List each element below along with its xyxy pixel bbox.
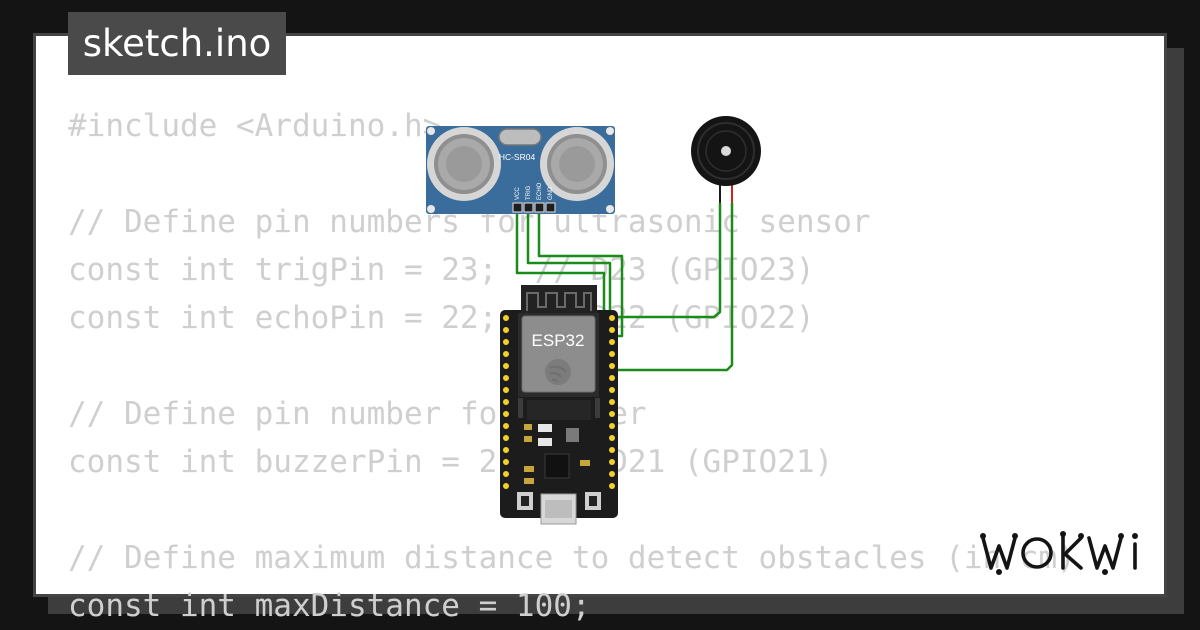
boot-button[interactable] [585,492,601,510]
code-line: const int trigPin = 23; // D23 (GPIO23) [68,252,815,288]
en-button[interactable] [517,492,533,510]
left-transducer [427,127,501,201]
wokwi-logo [980,531,1138,575]
espressif-logo-icon [545,359,571,385]
pin-label-trig: TRIG [526,185,532,200]
wire-buzzer [616,203,734,372]
board-components [524,424,590,484]
module-castellations [518,398,600,420]
buzzer[interactable] [691,116,761,203]
pin-label-echo: ECHO [537,182,543,200]
ultrasonic-sensor[interactable]: HC-SR04 VCC TRIG ECHO GND [426,126,615,214]
sensor-pins [512,202,556,213]
wire-echo [537,211,624,338]
board-label: ESP32 [532,331,585,350]
code-line: // Define maximum distance to detect obs… [68,540,1076,576]
code-line: const int maxDistance = 100; [68,588,591,624]
pin-header-right [609,315,615,489]
code-editor: #include <Arduino.h>// Define pin number… [68,102,1076,630]
code-line: #include <Arduino.h> [68,108,442,144]
wire-gnd [616,203,722,319]
pin-label-vcc: VCC [515,187,521,200]
pin-header-left [503,315,509,489]
usb-port [540,493,577,525]
pin-label-gnd: GND [548,186,554,200]
file-tab[interactable]: sketch.ino [68,12,286,75]
sensor-model-label: HC-SR04 [499,152,536,162]
esp32-board[interactable]: ESP32 [500,285,618,525]
right-transducer [540,127,614,201]
